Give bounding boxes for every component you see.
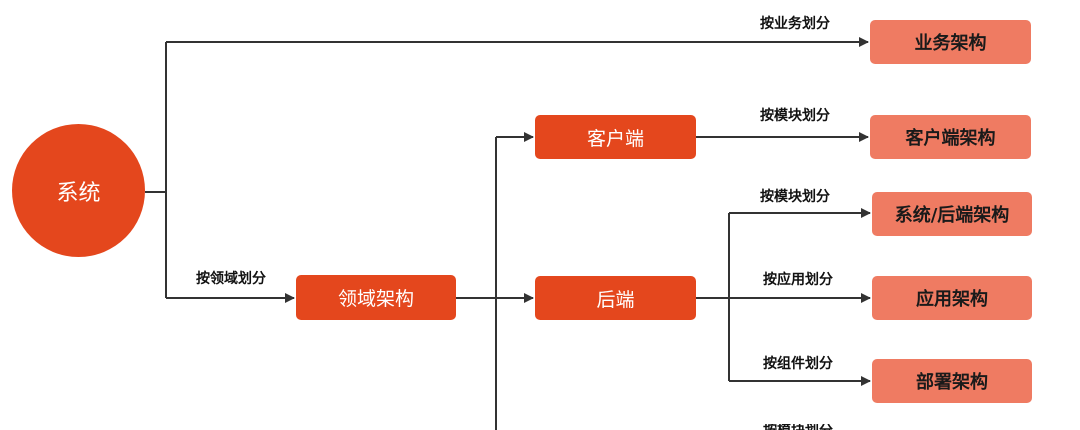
edge-label-by-module-client: 按模块划分 [760,108,830,124]
node-domain-architecture: 领域架构 [296,275,456,320]
node-client: 客户端 [535,115,696,159]
node-backend: 后端 [535,276,696,320]
node-deployment-architecture: 部署架构 [872,359,1032,403]
node-client-architecture: 客户端架构 [870,115,1031,159]
edge-label-partially-visible: 按模块划分 [763,424,833,430]
edge-label-by-application: 按应用划分 [763,272,833,288]
edge-label-by-domain: 按领域划分 [196,271,266,287]
node-system-backend-architecture: 系统/后端架构 [872,192,1032,236]
node-system: 系统 [12,124,145,257]
edge-label-by-module-backend: 按模块划分 [760,189,830,205]
node-business-architecture: 业务架构 [870,20,1031,64]
node-application-architecture: 应用架构 [872,276,1032,320]
edge-label-by-component: 按组件划分 [763,356,833,372]
edge-label-by-business: 按业务划分 [760,16,830,32]
